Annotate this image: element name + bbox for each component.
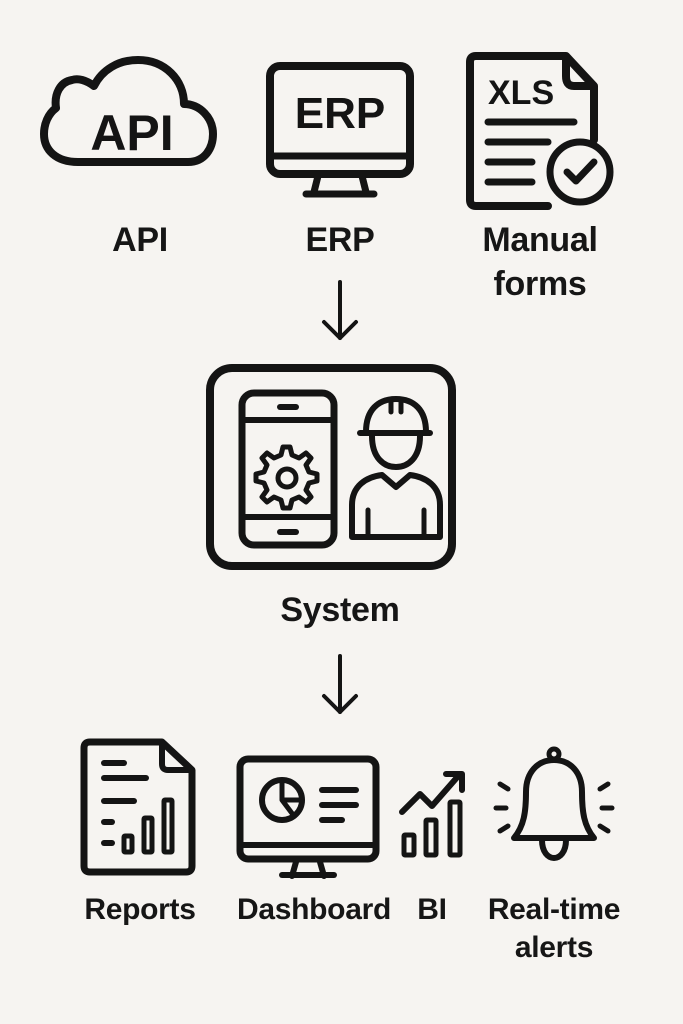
cloud-api-icon-text: API: [90, 105, 173, 161]
output-label-alerts: alerts: [514, 931, 594, 964]
monitor-erp-icon-text: ERP: [295, 89, 385, 138]
source-label-forms: forms: [493, 265, 587, 303]
worker-icon: [349, 396, 443, 540]
output-label-dashboard: Dashboard: [237, 893, 391, 926]
system-label: System: [280, 591, 400, 629]
xls-icon-text: XLS: [488, 74, 554, 112]
source-label-api: API: [112, 221, 168, 259]
output-label-bi: BI: [417, 893, 447, 926]
gear-icon: [253, 444, 320, 511]
output-label-real-time: Real-time: [487, 893, 621, 926]
source-label-manual: Manual: [482, 221, 598, 259]
output-label-reports: Reports: [84, 893, 196, 926]
source-label-erp: ERP: [305, 221, 375, 259]
